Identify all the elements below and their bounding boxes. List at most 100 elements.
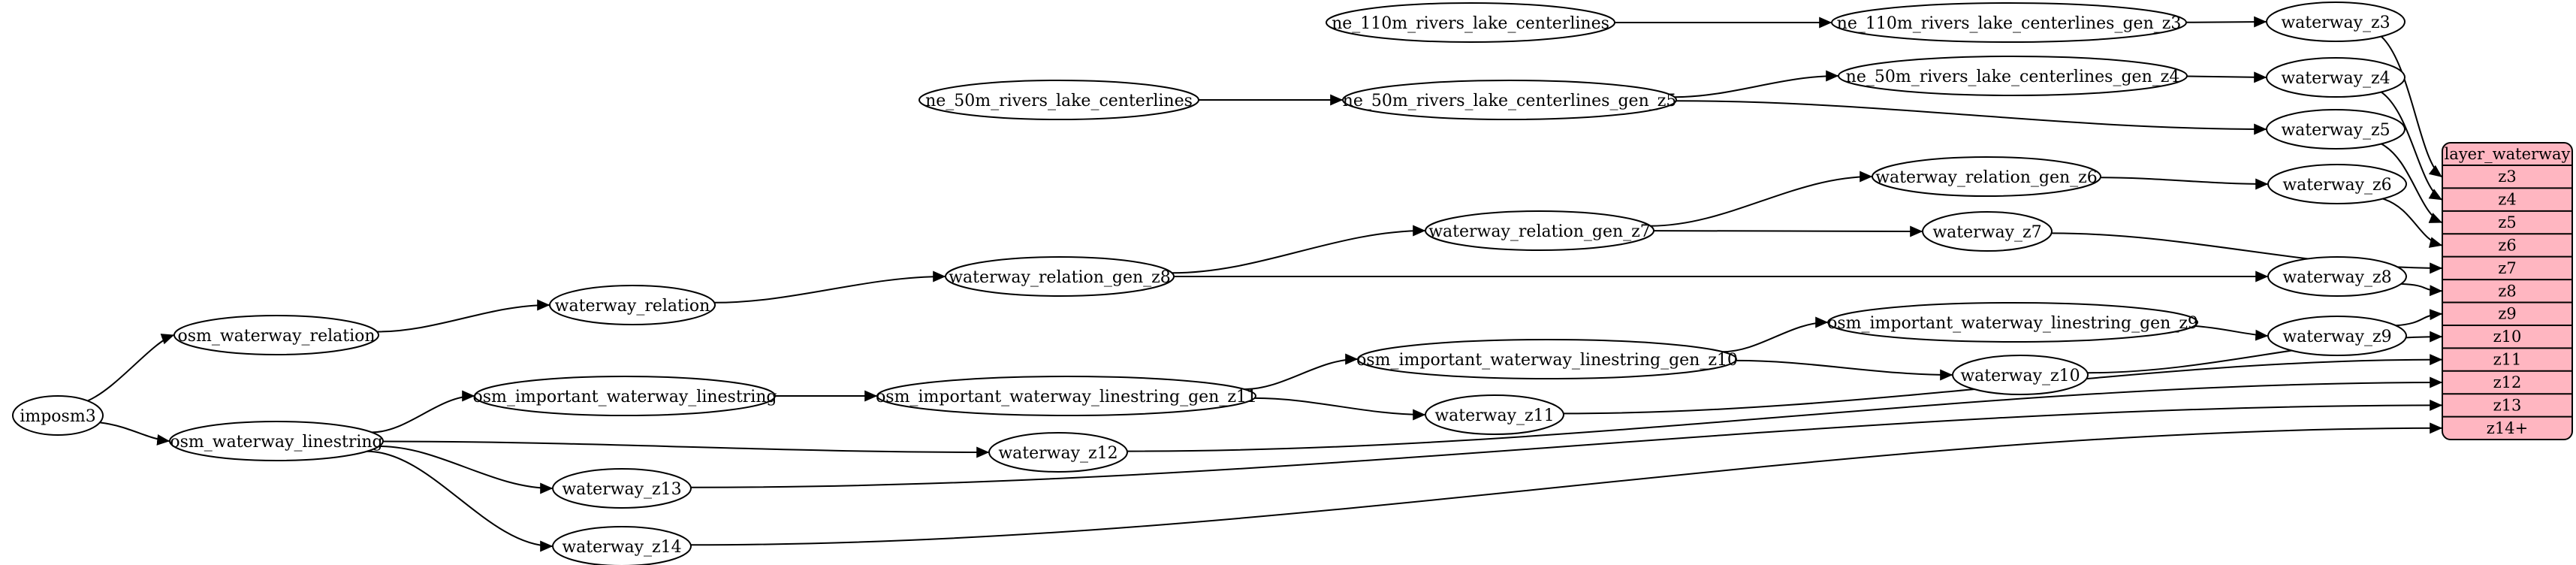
node-osm_important_waterway_linestring_gen_z9: osm_important_waterway_linestring_gen_z9 — [1827, 302, 2198, 343]
node-waterway_z6: waterway_z6 — [2267, 164, 2407, 204]
table-row-z4: z4 — [2498, 191, 2516, 209]
node-waterway_z14: waterway_z14 — [552, 526, 692, 565]
node-waterway_z5: waterway_z5 — [2266, 109, 2406, 150]
node-osm_waterway_relation: osm_waterway_relation — [173, 315, 379, 355]
node-shape-osm_important_waterway_linestring_gen_z9 — [1827, 302, 2198, 343]
node-osm_important_waterway_linestring: osm_important_waterway_linestring — [472, 376, 777, 416]
node-shape-waterway_relation_gen_z7 — [1425, 210, 1654, 251]
node-shape-waterway_z7 — [1922, 211, 2053, 252]
edge-osm_important_waterway_linestring_gen_z11-to-osm_important_waterway_linestring_gen_z10 — [1244, 353, 1359, 391]
node-label-waterway_relation_gen_z8: waterway_relation_gen_z8 — [949, 268, 1171, 287]
node-waterway_relation_gen_z7: waterway_relation_gen_z7 — [1425, 210, 1654, 251]
node-label-ne_50m_rivers_lake_centerlines: ne_50m_rivers_lake_centerlines — [925, 92, 1193, 110]
node-waterway_z10: waterway_z10 — [1952, 355, 2089, 395]
edge-waterway_z4-to-layer_waterway-z4 — [2381, 91, 2443, 201]
node-waterway_relation: waterway_relation — [549, 285, 716, 325]
edge-osm_important_waterway_linestring_gen_z9-to-waterway_z9 — [2194, 325, 2269, 341]
node-shape-waterway_z11 — [1425, 394, 1564, 435]
table-row-z6: z6 — [2498, 236, 2516, 254]
node-shape-waterway_z10 — [1952, 355, 2089, 395]
table-row-z14+: z14+ — [2487, 419, 2528, 437]
table-row-z13: z13 — [2493, 396, 2522, 414]
edge-osm_waterway_linestring-to-waterway_z12 — [382, 440, 990, 458]
node-label-waterway_z11: waterway_z11 — [1434, 406, 1554, 425]
edge-imposm3-to-osm_waterway_linestring — [99, 421, 170, 446]
edge-waterway_z8-to-layer_waterway-z8 — [2401, 282, 2443, 297]
node-ne_50m_rivers_lake_centerlines_gen_z4: ne_50m_rivers_lake_centerlines_gen_z4 — [1838, 56, 2188, 96]
edge-waterway_z9-to-layer_waterway-z9 — [2396, 309, 2443, 327]
edge-osm_waterway_linestring-to-waterway_z13 — [379, 446, 554, 494]
node-shape-waterway_relation_gen_z6 — [1872, 156, 2101, 197]
edge-waterway_relation_gen_z7-to-waterway_relation_gen_z6 — [1650, 171, 1873, 227]
node-shape-osm_waterway_linestring — [169, 421, 384, 461]
node-shape-waterway_z6 — [2267, 164, 2407, 204]
node-shape-waterway_z14 — [552, 526, 692, 565]
node-label-osm_important_waterway_linestring: osm_important_waterway_linestring — [472, 388, 777, 406]
node-waterway_z4: waterway_z4 — [2266, 57, 2406, 98]
node-label-waterway_z5: waterway_z5 — [2281, 121, 2390, 140]
node-label-osm_important_waterway_linestring_gen_z10: osm_important_waterway_linestring_gen_z1… — [1356, 351, 1738, 370]
node-label-waterway_z14: waterway_z14 — [562, 538, 681, 557]
node-shape-waterway_relation — [549, 285, 716, 325]
table-row-z12: z12 — [2493, 373, 2522, 391]
node-shape-waterway_z8 — [2267, 256, 2407, 297]
node-label-waterway_z7: waterway_z7 — [1932, 223, 2041, 242]
node-label-osm_important_waterway_linestring_gen_z11: osm_important_waterway_linestring_gen_z1… — [876, 388, 1257, 406]
node-label-ne_50m_rivers_lake_centerlines_gen_z5: ne_50m_rivers_lake_centerlines_gen_z5 — [1343, 92, 1677, 110]
node-shape-waterway_z5 — [2266, 109, 2406, 150]
node-shape-waterway_z3 — [2266, 2, 2406, 42]
edge-osm_important_waterway_linestring_gen_z10-to-osm_important_waterway_linestring_gen_z9 — [1722, 316, 1829, 353]
edge-waterway_relation-to-waterway_relation_gen_z8 — [714, 270, 946, 304]
table-row-z8: z8 — [2498, 282, 2516, 300]
node-waterway_z8: waterway_z8 — [2267, 256, 2407, 297]
edge-waterway_relation_gen_z6-to-waterway_z6 — [2100, 177, 2269, 190]
node-label-waterway_relation_gen_z7: waterway_relation_gen_z7 — [1428, 222, 1651, 241]
table-title: layer_waterway — [2445, 145, 2571, 163]
node-waterway_z7: waterway_z7 — [1922, 211, 2053, 252]
node-label-imposm3: imposm3 — [20, 407, 95, 426]
node-label-waterway_z8: waterway_z8 — [2282, 268, 2391, 287]
edge-ne_50m_rivers_lake_centerlines_gen_z5-to-waterway_z5 — [1676, 100, 2267, 135]
node-label-ne_110m_rivers_lake_centerlines: ne_110m_rivers_lake_centerlines — [1332, 14, 1609, 33]
edge-osm_waterway_linestring-to-osm_important_waterway_linestring — [372, 390, 475, 434]
node-label-ne_50m_rivers_lake_centerlines_gen_z4: ne_50m_rivers_lake_centerlines_gen_z4 — [1846, 68, 2180, 86]
node-ne_110m_rivers_lake_centerlines_gen_z3: ne_110m_rivers_lake_centerlines_gen_z3 — [1831, 2, 2187, 43]
node-osm_important_waterway_linestring_gen_z11: osm_important_waterway_linestring_gen_z1… — [876, 376, 1257, 416]
table-row-z5: z5 — [2498, 213, 2516, 231]
node-ne_110m_rivers_lake_centerlines: ne_110m_rivers_lake_centerlines — [1326, 2, 1615, 43]
node-shape-ne_50m_rivers_lake_centerlines_gen_z5 — [1342, 80, 1677, 120]
node-label-osm_important_waterway_linestring_gen_z9: osm_important_waterway_linestring_gen_z9 — [1827, 314, 2198, 333]
table-row-z7: z7 — [2498, 259, 2516, 277]
node-waterway_relation_gen_z8: waterway_relation_gen_z8 — [945, 256, 1175, 297]
node-waterway_z3: waterway_z3 — [2266, 2, 2406, 42]
table-layer-waterway: layer_waterwayz3z4z5z6z7z8z9z10z11z12z13… — [2442, 142, 2573, 441]
node-label-osm_waterway_relation: osm_waterway_relation — [177, 327, 375, 346]
node-imposm3: imposm3 — [12, 395, 104, 436]
node-shape-ne_50m_rivers_lake_centerlines — [918, 80, 1199, 120]
node-shape-osm_waterway_relation — [173, 315, 379, 355]
edge-osm_important_waterway_linestring_gen_z10-to-waterway_z10 — [1736, 359, 1953, 381]
node-label-waterway_z6: waterway_z6 — [2282, 176, 2391, 195]
edge-osm_waterway_relation-to-waterway_relation — [376, 299, 550, 333]
node-label-ne_110m_rivers_lake_centerlines_gen_z3: ne_110m_rivers_lake_centerlines_gen_z3 — [1837, 14, 2182, 33]
edge-waterway_relation_gen_z8-to-waterway_relation_gen_z7 — [1172, 225, 1426, 274]
edges — [87, 16, 2443, 552]
node-shape-imposm3 — [12, 395, 104, 436]
node-waterway_z11: waterway_z11 — [1425, 394, 1564, 435]
node-label-waterway_z13: waterway_z13 — [562, 480, 681, 499]
node-ne_50m_rivers_lake_centerlines_gen_z5: ne_50m_rivers_lake_centerlines_gen_z5 — [1342, 80, 1677, 120]
node-shape-waterway_z12 — [988, 432, 1128, 473]
node-shape-osm_important_waterway_linestring_gen_z10 — [1357, 339, 1737, 379]
table-row-z10: z10 — [2493, 328, 2522, 346]
node-ne_50m_rivers_lake_centerlines: ne_50m_rivers_lake_centerlines — [918, 80, 1199, 120]
node-label-waterway_relation_gen_z6: waterway_relation_gen_z6 — [1875, 168, 2098, 187]
node-shape-waterway_relation_gen_z8 — [945, 256, 1175, 297]
node-shape-waterway_z4 — [2266, 57, 2406, 98]
edge-waterway_z5-to-layer_waterway-z5 — [2381, 143, 2443, 224]
node-shape-osm_important_waterway_linestring — [474, 376, 776, 416]
node-osm_waterway_linestring: osm_waterway_linestring — [169, 421, 384, 461]
node-waterway_z13: waterway_z13 — [552, 468, 692, 509]
table-row-z3: z3 — [2498, 168, 2516, 186]
